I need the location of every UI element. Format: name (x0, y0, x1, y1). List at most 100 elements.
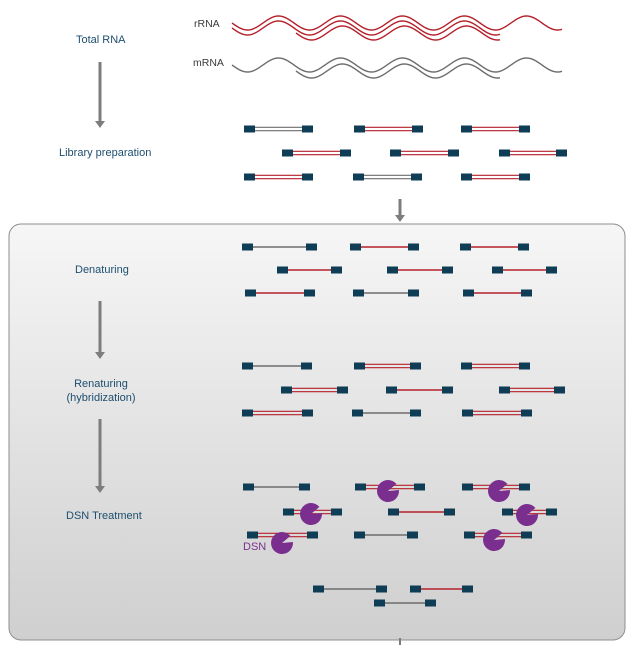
dna-fragment-16-adapter-right (304, 289, 315, 297)
arrow-continue-down (399, 638, 401, 645)
dna-fragment-20-adapter-right (410, 362, 421, 370)
dna-fragment-10 (242, 243, 317, 251)
dna-fragment-38-adapter-left (410, 585, 421, 593)
dsn-enzyme-4 (516, 503, 539, 526)
dsn-enzyme-1 (377, 479, 400, 502)
step-denaturing: Denaturing (75, 264, 129, 276)
dna-fragment-4-adapter-left (282, 149, 293, 157)
arrow-renature-to-dsn-head (95, 486, 105, 493)
dna-fragment-22-adapter-left (281, 386, 292, 394)
dna-fragment-39-adapter-right (425, 599, 436, 607)
dna-fragment-2-adapter-right (412, 125, 423, 133)
dna-fragment-10-adapter-right (306, 243, 317, 251)
dsn-enzyme-5 (271, 531, 294, 554)
dna-fragment-3-adapter-left (461, 125, 472, 133)
dna-fragment-34-adapter-right (307, 531, 318, 539)
dna-fragment-31-adapter-right (331, 508, 342, 516)
dna-fragment-25-adapter-left (242, 409, 253, 417)
dna-fragment-8 (353, 173, 422, 181)
dna-fragment-5 (390, 149, 459, 157)
dna-fragment-36-adapter-left (464, 531, 475, 539)
dna-fragment-36-adapter-right (521, 531, 532, 539)
dna-fragment-28-adapter-right (299, 483, 310, 491)
dna-fragment-26-adapter-right (410, 409, 421, 417)
dna-fragment-33-adapter-right (546, 508, 557, 516)
dna-fragment-12 (460, 243, 529, 251)
dna-fragment-17 (353, 289, 419, 297)
dna-fragment-35-adapter-left (354, 531, 365, 539)
dna-fragment-21 (461, 362, 530, 370)
dsn-enzyme-2 (488, 479, 511, 502)
dna-fragment-6-adapter-left (499, 149, 510, 157)
dna-fragment-2-adapter-left (354, 125, 365, 133)
step-library-preparation: Library preparation (59, 147, 152, 159)
dna-fragment-24 (499, 386, 565, 394)
dna-fragment-38-adapter-right (462, 585, 473, 593)
step-renaturing-line1: Renaturing (74, 378, 128, 390)
dna-fragment-26-adapter-left (352, 409, 363, 417)
dna-fragment-26 (352, 409, 421, 417)
dna-fragment-33-adapter-left (502, 508, 513, 516)
dna-fragment-27 (462, 409, 532, 417)
dna-fragment-39-adapter-left (374, 599, 385, 607)
arrow-denature-to-renature (95, 301, 105, 359)
dna-fragment-20-adapter-left (354, 362, 365, 370)
dna-fragment-16-adapter-left (245, 289, 256, 297)
dna-fragment-12-adapter-left (460, 243, 471, 251)
dna-fragment-37 (313, 585, 387, 593)
dna-fragment-28-adapter-left (243, 483, 254, 491)
dna-fragment-17-adapter-left (353, 289, 364, 297)
dna-fragment-4-adapter-right (340, 149, 351, 157)
dna-fragment-22-adapter-right (337, 386, 348, 394)
dna-fragment-7-adapter-left (244, 173, 255, 181)
dna-fragment-37-adapter-left (313, 585, 324, 593)
arrow-library-to-panel (395, 199, 405, 222)
dna-fragment-5-adapter-left (390, 149, 401, 157)
dna-fragment-35 (354, 531, 418, 539)
dna-fragment-16 (245, 289, 315, 297)
dna-fragment-27-adapter-left (462, 409, 473, 417)
dna-fragment-14-adapter-left (387, 266, 398, 274)
dna-fragment-25 (242, 409, 313, 417)
dna-fragment-11-adapter-left (350, 243, 361, 251)
dna-fragment-37-adapter-right (376, 585, 387, 593)
rrna-strand-3 (295, 25, 501, 41)
dna-fragment-21-adapter-left (461, 362, 472, 370)
arrow-total-to-library (95, 62, 105, 128)
dna-fragment-5-adapter-right (448, 149, 459, 157)
dna-fragment-38 (410, 585, 473, 593)
dna-fragment-25-adapter-right (302, 409, 313, 417)
mrna-strand-1 (231, 57, 563, 73)
dna-fragment-31-adapter-left (283, 508, 294, 516)
dna-fragment-15 (492, 266, 557, 274)
dna-fragment-6 (499, 149, 567, 157)
dna-fragment-11 (350, 243, 419, 251)
arrow-denature-to-renature-shaft (98, 301, 102, 353)
dna-fragment-24-adapter-right (554, 386, 565, 394)
arrow-library-to-panel-head (395, 215, 405, 222)
dna-fragment-32-adapter-left (388, 508, 399, 516)
dna-fragment-19-adapter-right (301, 362, 312, 370)
dna-fragment-7 (244, 173, 313, 181)
dna-fragment-10-adapter-left (242, 243, 253, 251)
dna-fragment-11-adapter-right (408, 243, 419, 251)
process-arrows (95, 62, 405, 645)
dna-fragment-35-adapter-right (407, 531, 418, 539)
dna-fragment-13-adapter-right (331, 266, 342, 274)
dna-fragment-21-adapter-right (519, 362, 530, 370)
dna-fragment-2 (354, 125, 423, 133)
dsn-enzyme-6 (483, 528, 506, 551)
dna-fragment-34-adapter-left (247, 531, 258, 539)
dna-fragment-18-adapter-right (521, 289, 532, 297)
dna-fragment-32 (388, 508, 455, 516)
dna-fragment-3-adapter-right (519, 125, 530, 133)
dna-fragment-14 (387, 266, 453, 274)
arrow-total-to-library-shaft (98, 62, 102, 122)
dna-fragment-30-adapter-left (462, 483, 473, 491)
dna-fragment-23-adapter-right (442, 386, 453, 394)
dna-fragment-9-adapter-right (519, 173, 530, 181)
arrow-renature-to-dsn (95, 419, 105, 493)
dna-fragment-9-adapter-left (461, 173, 472, 181)
dna-fragment-15-adapter-left (492, 266, 503, 274)
